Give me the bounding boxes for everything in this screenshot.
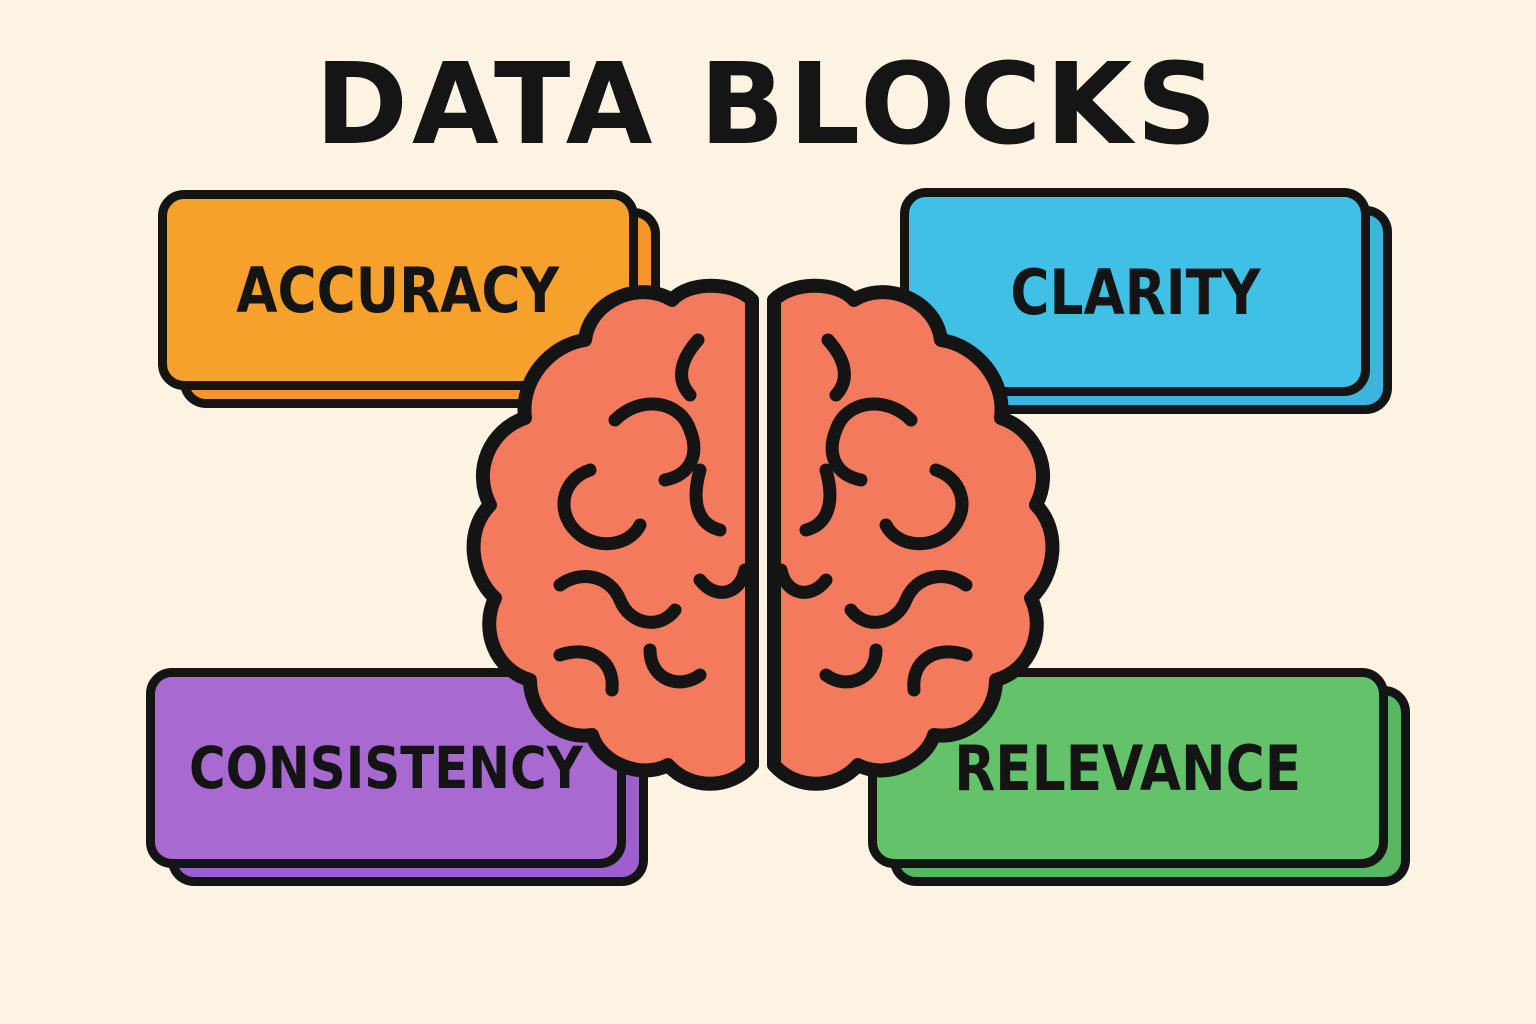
- brain-folds-right: [774, 333, 973, 697]
- page-title: DATA BLOCKS: [315, 40, 1221, 170]
- consistency-label: CONSISTENCY: [189, 734, 583, 802]
- brain-right-hemisphere: [767, 278, 1060, 791]
- consistency-block: CONSISTENCY: [146, 668, 626, 868]
- brain-folds-left: [553, 333, 752, 697]
- clarity-label: CLARITY: [1009, 255, 1261, 329]
- accuracy-label: ACCURACY: [236, 253, 560, 327]
- brain-left-hemisphere: [466, 278, 759, 791]
- relevance-label: RELEVANCE: [954, 731, 1302, 805]
